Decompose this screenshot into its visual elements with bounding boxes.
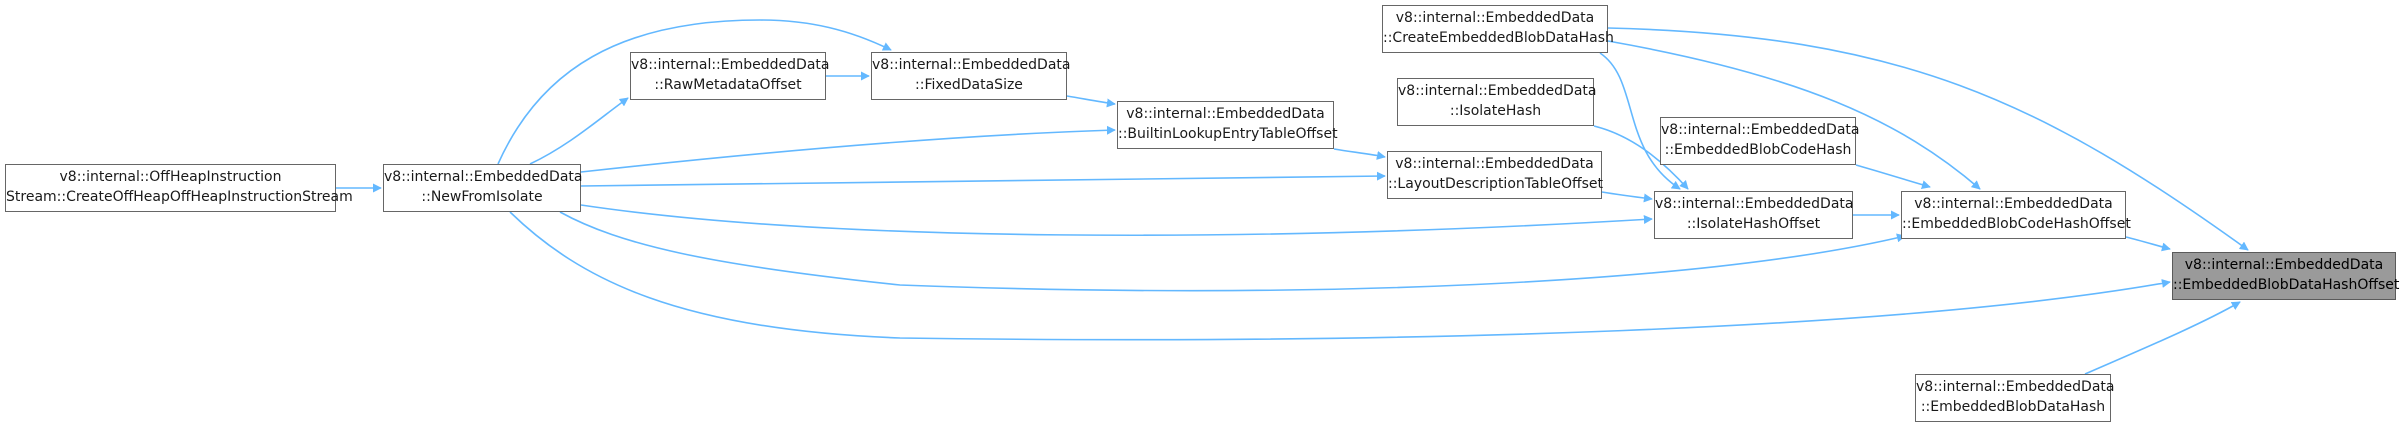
edge-embedded-blob-code-hash-offset-to-embedded-blob-data-hash-offset [2125,236,2171,252]
edge-new-from-isolate-to-embedded-blob-data-hash-offset [509,211,2171,341]
edge-embedded-blob-code-hash-to-embedded-blob-code-hash-offset [1855,164,1931,189]
node-label-line1: v8::internal::EmbeddedData [1916,379,2115,395]
node-label-line1: v8::internal::EmbeddedData [1126,106,1325,122]
node-label-line1: v8::internal::EmbeddedData [1395,10,1595,26]
edge-create-embedded-blob-data-hash-to-isolate-hash-offset [1599,52,1681,190]
node-label-line1: v8::internal::EmbeddedData [1395,156,1594,172]
node-label-line1: v8::internal::EmbeddedData [1398,83,1597,99]
node-label-line1: v8::internal::EmbeddedData [384,169,583,185]
edge-layout-description-table-offset-to-isolate-hash-offset [1601,191,1653,203]
edge-new-from-isolate-to-embedded-blob-code-hash-offset [559,211,1906,292]
node-new-from-isolate[interactable]: v8::internal::EmbeddedData ::NewFromIsol… [383,164,583,212]
edge-new-from-isolate-to-layout-description-table-offset [580,171,1386,187]
edge-new-from-isolate-to-raw-metadata-offset [529,97,629,165]
node-label-line2: Stream::CreateOffHeapOffHeapInstructionS… [6,189,353,205]
node-label-line1: v8::internal::OffHeapInstruction [59,169,282,185]
node-builtin-lookup-entry-table-offset[interactable]: v8::internal::EmbeddedData ::BuiltinLook… [1117,101,1338,149]
node-isolate-hash-offset[interactable]: v8::internal::EmbeddedData ::IsolateHash… [1654,191,1853,239]
edge-create-embedded-blob-data-hash-to-embedded-blob-data-hash-offset [1607,27,2249,251]
node-label-line2: ::RawMetadataOffset [654,77,802,93]
node-raw-metadata-offset[interactable]: v8::internal::EmbeddedData ::RawMetadata… [630,52,830,100]
node-label-line2: ::EmbeddedBlobDataHashOffset [2173,277,2400,293]
node-layout-description-table-offset[interactable]: v8::internal::EmbeddedData ::LayoutDescr… [1387,151,1604,199]
node-label-line1: v8::internal::EmbeddedData [872,57,1071,73]
node-label-line1: v8::internal::EmbeddedData [1661,122,1860,138]
edge-embedded-blob-data-hash-to-embedded-blob-data-hash-offset [2084,301,2241,375]
edge-create-embedded-blob-data-hash-to-embedded-blob-code-hash-offset [1607,40,1981,190]
node-label-line2: ::IsolateHashOffset [1686,216,1821,232]
node-label-line2: ::LayoutDescriptionTableOffset [1388,176,1604,192]
edge-fixed-data-size-to-builtin-lookup-entry-table-offset [1066,95,1116,108]
node-embedded-blob-data-hash[interactable]: v8::internal::EmbeddedData ::EmbeddedBlo… [1915,374,2115,422]
node-label-line2: ::CreateEmbeddedBlobDataHash [1383,30,1614,46]
node-label-line2: ::EmbeddedBlobDataHash [1920,399,2106,415]
edge-new-from-isolate-to-builtin-lookup-entry-table-offset [580,125,1116,173]
node-label-line1: v8::internal::EmbeddedData [631,57,830,73]
node-label-line1: v8::internal::EmbeddedData [1914,196,2113,212]
node-embedded-blob-data-hash-offset[interactable]: v8::internal::EmbeddedData ::EmbeddedBlo… [2172,252,2400,300]
node-label-line2: ::EmbeddedBlobCodeHashOffset [1902,216,2131,232]
node-label-line2: ::EmbeddedBlobCodeHash [1664,142,1852,158]
node-label-line2: ::BuiltinLookupEntryTableOffset [1118,126,1338,142]
node-fixed-data-size[interactable]: v8::internal::EmbeddedData ::FixedDataSi… [871,52,1071,100]
node-label-line2: ::IsolateHash [1449,103,1542,119]
edge-builtin-lookup-entry-table-offset-to-layout-description-table-offset [1333,148,1386,160]
node-label-line2: ::FixedDataSize [915,77,1023,93]
node-embedded-blob-code-hash[interactable]: v8::internal::EmbeddedData ::EmbeddedBlo… [1660,117,1860,165]
node-isolate-hash[interactable]: v8::internal::EmbeddedData ::IsolateHash [1397,78,1597,126]
edge-new-from-isolate-to-fixed-data-size [497,19,892,165]
node-create-off-heap-instruction-stream[interactable]: v8::internal::OffHeapInstruction Stream:… [5,164,353,212]
node-create-embedded-blob-data-hash[interactable]: v8::internal::EmbeddedData ::CreateEmbed… [1382,5,1614,53]
node-label-line1: v8::internal::EmbeddedData [1655,196,1854,212]
node-label-line2: ::NewFromIsolate [421,189,543,205]
edge-new-from-isolate-to-isolate-hash-offset [580,204,1653,237]
node-label-line1: v8::internal::EmbeddedData [2184,257,2384,273]
node-embedded-blob-code-hash-offset[interactable]: v8::internal::EmbeddedData ::EmbeddedBlo… [1901,191,2131,239]
